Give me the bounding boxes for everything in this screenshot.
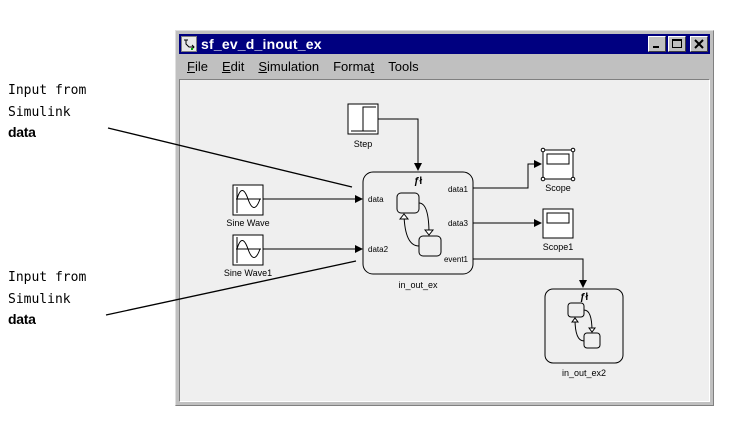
state-box <box>418 235 442 257</box>
port-label: data <box>368 195 384 204</box>
transition <box>403 214 420 247</box>
minimize-button[interactable] <box>648 36 666 52</box>
title-bar[interactable]: sf_ev_d_inout_ex <box>179 34 710 54</box>
callout-line: data <box>8 124 36 140</box>
selection-handle[interactable] <box>570 176 576 182</box>
menu-label: imulation <box>267 58 320 74</box>
close-button[interactable] <box>690 36 708 52</box>
menu-label: ile <box>194 58 208 74</box>
selection-handle[interactable] <box>570 147 576 153</box>
stateflow-chart-in-out-ex[interactable]: ƒł data data2 data1 data3 event1 in_out_… <box>362 171 474 290</box>
simulink-model-icon[interactable] <box>181 36 197 52</box>
transition <box>418 202 430 235</box>
signal-line[interactable] <box>473 258 587 288</box>
signal-line[interactable] <box>378 118 422 171</box>
menu-file[interactable]: File <box>187 59 208 74</box>
stateflow-icon: ƒł <box>414 176 423 187</box>
menu-label: dit <box>230 58 245 74</box>
selection-handle[interactable] <box>540 176 546 182</box>
menu-label: Forma <box>333 58 371 74</box>
menu-label: Tools <box>388 58 419 74</box>
signal-line[interactable] <box>473 160 542 189</box>
menu-mnemonic: E <box>221 58 231 74</box>
stateflow-chart-in-out-ex2[interactable]: ƒł in_out_ex2 <box>544 288 624 378</box>
callout-line: Simulink <box>8 105 71 120</box>
state-box <box>396 192 420 214</box>
block-label: in_out_ex <box>398 280 438 290</box>
callout-top: Input from Simulink data <box>8 80 86 140</box>
sine-wave-block[interactable]: Sine Wave <box>226 184 270 228</box>
stateflow-icon: ƒł <box>580 292 589 303</box>
port-label: data3 <box>448 219 469 228</box>
minimize-icon <box>653 46 659 48</box>
step-block[interactable]: Step <box>347 103 379 149</box>
close-icon <box>694 39 704 49</box>
port-label: data2 <box>368 245 389 254</box>
port-label: event1 <box>444 255 469 264</box>
maximize-button[interactable] <box>668 36 686 52</box>
block-label: Scope <box>545 183 571 193</box>
state-box <box>583 332 601 349</box>
menu-edit[interactable]: Edit <box>222 59 244 74</box>
port-label: data1 <box>448 185 469 194</box>
menu-format[interactable]: Format <box>333 59 374 74</box>
window-title: sf_ev_d_inout_ex <box>201 36 322 52</box>
callout-line: Simulink <box>8 292 71 307</box>
state-box <box>567 302 585 318</box>
block-label: Sine Wave <box>226 218 269 228</box>
menu-bar: File Edit Simulation Format Tools <box>179 56 710 76</box>
menu-tools[interactable]: Tools <box>388 59 418 74</box>
block-label: in_out_ex2 <box>562 368 606 378</box>
menu-mnemonic: t <box>370 58 375 74</box>
selection-handle[interactable] <box>540 147 546 153</box>
callout-line: data <box>8 311 36 327</box>
block-label: Step <box>354 139 373 149</box>
menu-mnemonic: S <box>258 58 268 74</box>
sine-wave1-block[interactable]: Sine Wave1 <box>224 234 272 278</box>
callout-line: Input from <box>8 83 87 98</box>
callout-pointer-top <box>107 127 353 188</box>
callout-pointer-bottom <box>105 260 357 316</box>
menu-simulation[interactable]: Simulation <box>258 59 319 74</box>
scope-block[interactable]: Scope <box>540 147 576 193</box>
scope1-block[interactable]: Scope1 <box>542 208 574 252</box>
callout-bottom: Input from Simulink data <box>8 267 86 327</box>
block-label: Sine Wave1 <box>224 268 272 278</box>
callout-line: Input from <box>8 270 87 285</box>
maximize-icon <box>672 39 682 48</box>
menu-mnemonic: F <box>187 58 195 74</box>
model-window: sf_ev_d_inout_ex File Edit Simulation Fo… <box>175 30 714 406</box>
block-label: Scope1 <box>543 242 574 252</box>
